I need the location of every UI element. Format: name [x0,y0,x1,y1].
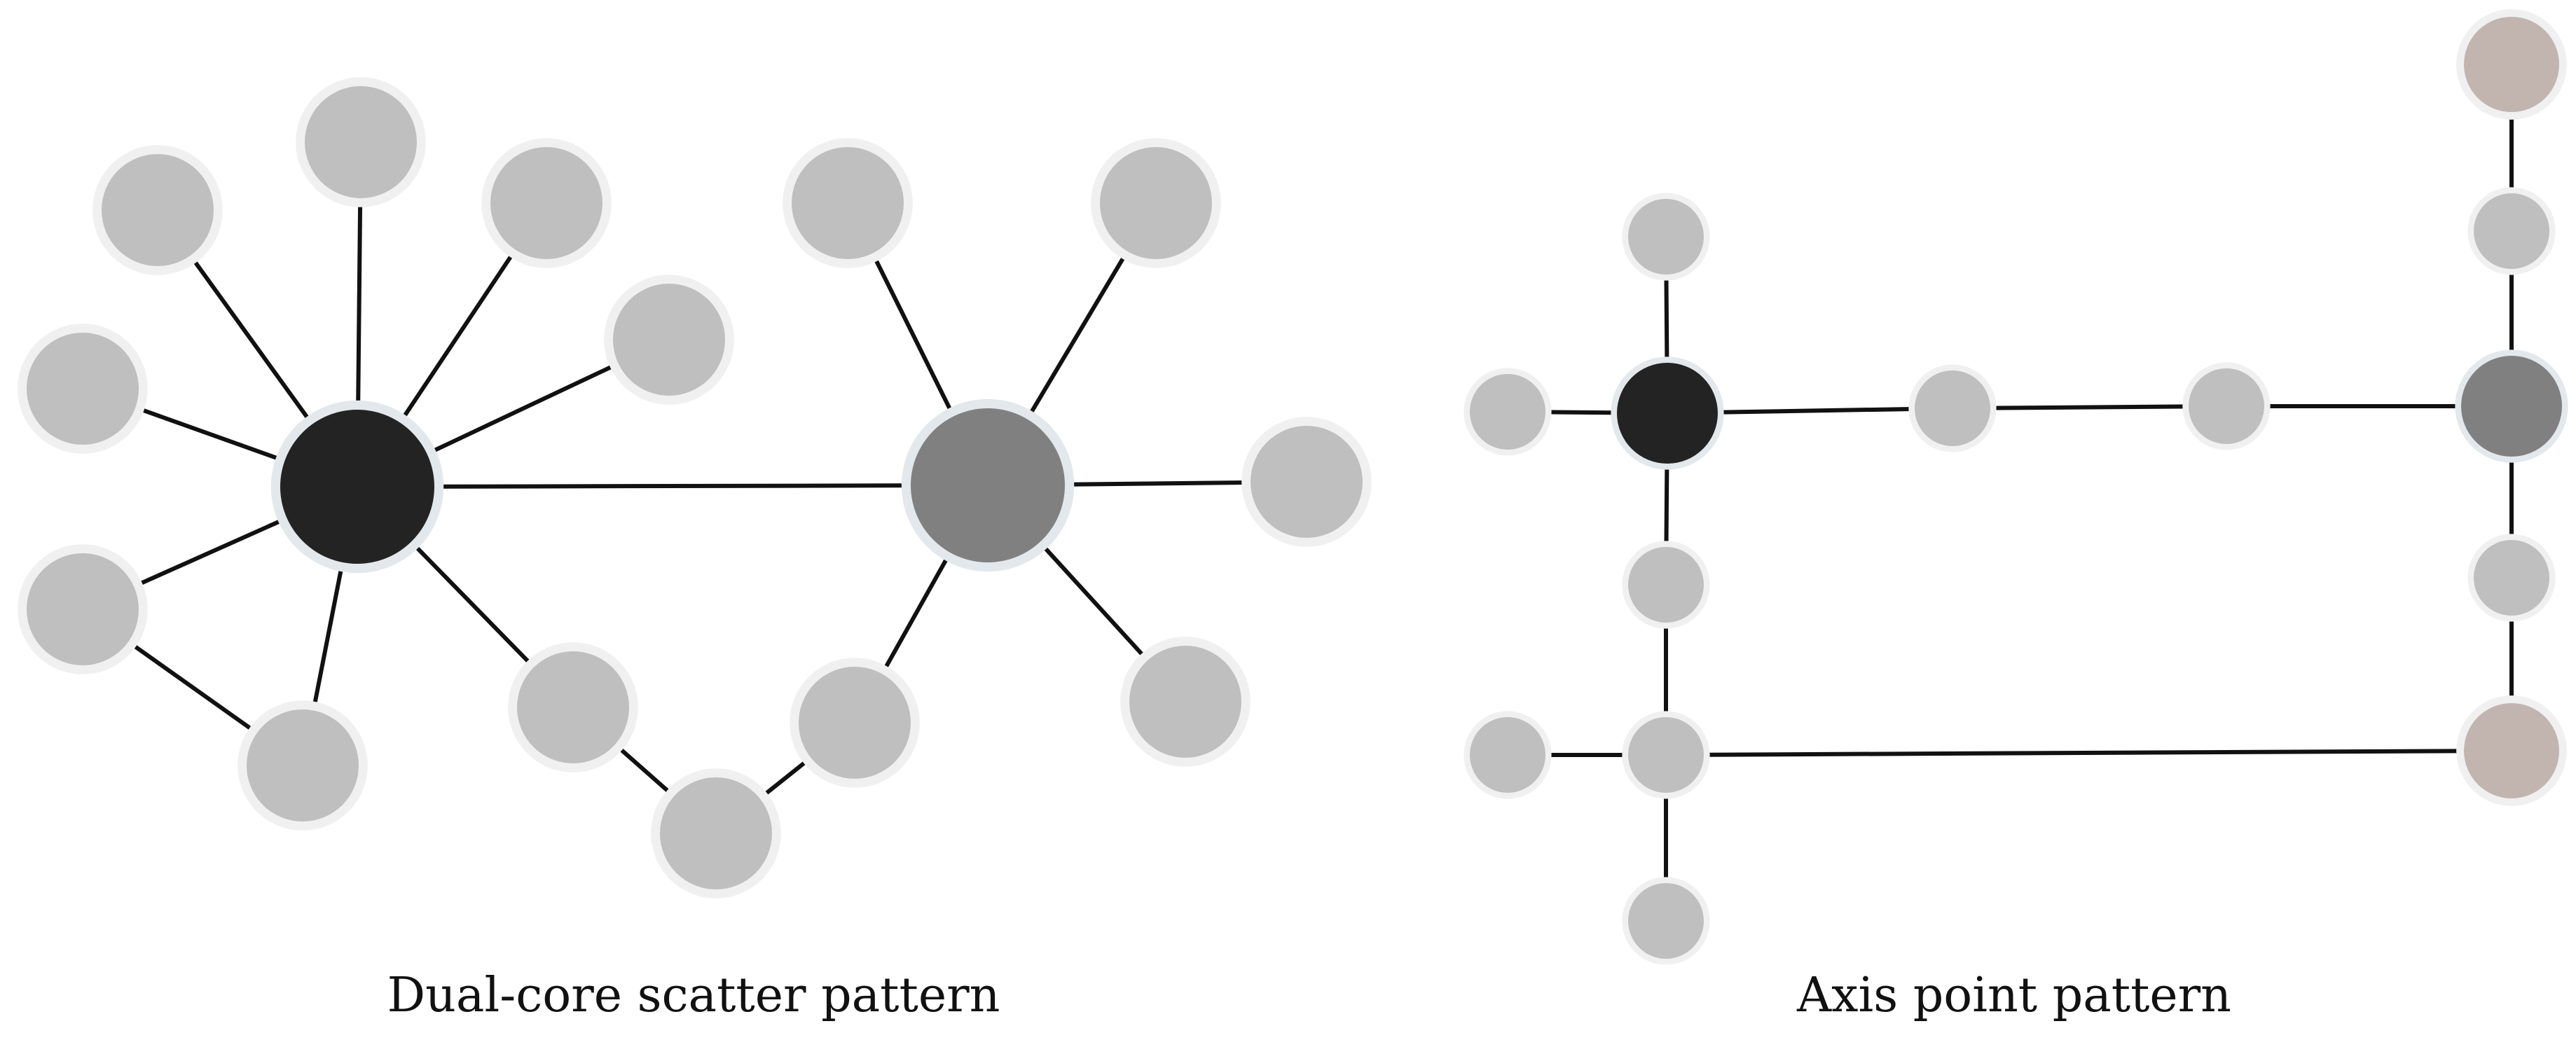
node-body [517,651,629,763]
node-body [2474,193,2549,269]
node-b5 [790,658,920,788]
dual-core-caption: Dual-core scatter pattern [387,968,1000,1023]
node-b3 [1241,417,1372,547]
node-body [1470,717,1545,793]
node-body [660,777,772,889]
node-b2 [1091,138,1221,268]
node-a5 [18,324,148,454]
node-core-a [270,400,444,574]
node-core-b [2455,349,2568,463]
node-core-b [901,398,1075,572]
node-body [1251,426,1363,538]
dual-core-nodes [18,77,1372,899]
edge-junction-end-bottom [1664,749,2514,757]
node-bridge [651,768,781,899]
node-below-b [2467,534,2556,622]
node-body [490,147,602,259]
node-body [2464,703,2559,798]
edge-mid-1-mid-2 [1950,404,2229,410]
node-core-a [1611,356,1724,470]
node-junction-left [1463,711,1552,799]
node-a2 [296,77,426,207]
node-a4 [604,275,734,405]
node-body [1628,883,1704,959]
node-body [27,333,139,445]
node-mid-1 [1908,364,1997,452]
node-body [280,410,434,564]
node-body [1100,147,1212,259]
node-body [2464,17,2559,112]
node-body [613,284,725,396]
node-left [1463,368,1552,456]
node-body [1470,374,1545,450]
node-body [792,147,904,259]
axis-point-diagram [1463,9,2568,965]
node-body [1915,370,1990,446]
node-body [305,86,417,198]
node-bottom [1622,877,1710,965]
node-body [1617,363,1718,464]
node-a7 [237,700,368,831]
node-mid-2 [2182,362,2271,450]
node-a6 [18,544,148,674]
node-body [2474,540,2549,616]
node-body [27,553,139,665]
node-a1 [92,145,223,275]
node-body [247,709,359,821]
dual-core-diagram [18,77,1372,899]
node-body [799,667,911,779]
node-body [2461,356,2562,457]
edge-core-a-core-b [355,483,990,489]
node-body [2189,368,2264,444]
node-a3 [481,138,612,268]
node-body [1628,717,1704,793]
node-b4 [1120,637,1251,767]
node-a8 [508,642,638,772]
node-b1 [783,138,913,268]
node-below-a [1622,541,1710,629]
axis-point-caption: Axis point pattern [1797,968,2231,1023]
node-body [1129,646,1241,758]
node-body [1628,199,1704,275]
node-above-b [2467,187,2556,275]
node-end-top [2456,9,2567,120]
node-junction [1622,711,1710,799]
axis-point-nodes [1463,9,2568,965]
node-end-bottom [2456,695,2567,806]
node-body [1628,547,1704,623]
node-body [102,154,214,266]
node-top [1622,193,1710,281]
node-body [911,408,1065,562]
